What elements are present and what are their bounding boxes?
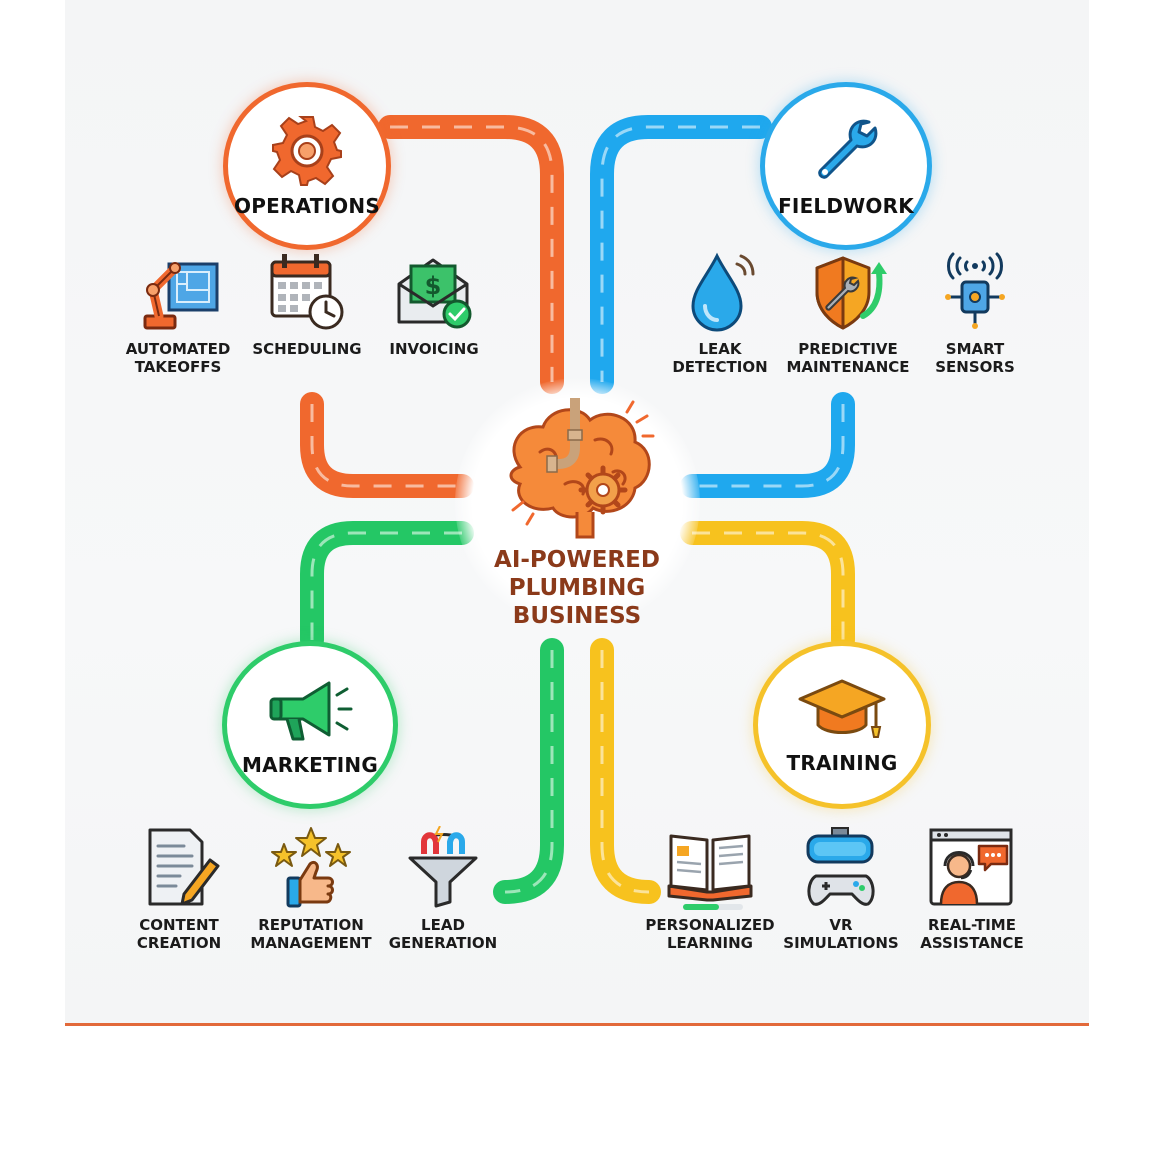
hub-operations-label: OPERATIONS [234, 194, 380, 218]
shield-wrench-icon [815, 256, 887, 330]
hub-marketing[interactable]: MARKETING [222, 641, 398, 809]
tool-label: AUTOMATED TAKEOFFS [125, 340, 231, 376]
tool-automated-takeoffs[interactable]: AUTOMATED TAKEOFFS [108, 250, 248, 376]
sensor-icon [945, 252, 1005, 329]
tool-invoicing[interactable]: $ INVOICING [364, 250, 504, 358]
tool-label: SMART SENSORS [935, 340, 1015, 376]
tool-vr-simulations[interactable]: VR SIMULATIONS [771, 826, 911, 952]
operations-trunk [378, 115, 564, 394]
tool-label: REAL-TIME ASSISTANCE [920, 916, 1024, 952]
thumbs-up-stars-icon [271, 827, 351, 908]
svg-text:$: $ [425, 272, 442, 300]
tool-label: LEAK DETECTION [672, 340, 768, 376]
tool-label: PERSONALIZED LEARNING [645, 916, 775, 952]
hub-fieldwork[interactable]: FIELDWORK [760, 82, 932, 250]
hub-fieldwork-label: FIELDWORK [778, 194, 914, 218]
hub-marketing-label: MARKETING [242, 753, 378, 777]
vr-headset-icon [806, 827, 875, 906]
tool-leak-detection[interactable]: LEAK DETECTION [650, 250, 790, 376]
hub-training-label: TRAINING [786, 751, 898, 775]
bottom-divider [65, 1023, 1089, 1026]
marketing-branch [300, 521, 474, 652]
tool-label: VR SIMULATIONS [783, 916, 899, 952]
fieldwork-branch [680, 392, 855, 498]
calendar-clock-icon [270, 254, 344, 330]
tool-label: CONTENT CREATION [136, 916, 222, 952]
envelope-dollar-icon: $ [397, 258, 472, 329]
headset-agent-icon [929, 828, 1013, 906]
brain-pipe-gear-icon [509, 398, 655, 539]
operations-branch [300, 392, 474, 498]
wrench-icon [818, 119, 878, 179]
tool-predictive-maintenance[interactable]: PREDICTIVE MAINTENANCE [778, 250, 918, 376]
tool-scheduling[interactable]: SCHEDULING [237, 250, 377, 358]
tool-label: SCHEDULING [252, 340, 362, 358]
tool-label: REPUTATION MANAGEMENT [250, 916, 372, 952]
tool-label: INVOICING [389, 340, 479, 358]
tool-content-creation[interactable]: CONTENT CREATION [109, 826, 249, 952]
fieldwork-trunk [590, 115, 772, 394]
tool-lead-generation[interactable]: LEAD GENERATION [373, 826, 513, 952]
water-drop-icon [691, 252, 755, 332]
funnel-magnet-icon [408, 826, 478, 908]
tool-real-time-assistance[interactable]: REAL-TIME ASSISTANCE [902, 826, 1042, 952]
hub-operations[interactable]: OPERATIONS [223, 82, 391, 250]
tool-personalized-learning[interactable]: PERSONALIZED LEARNING [640, 826, 780, 952]
center-title: AI-POWERED PLUMBING BUSINESS [494, 547, 660, 629]
tool-label: LEAD GENERATION [388, 916, 498, 952]
tool-label: PREDICTIVE MAINTENANCE [786, 340, 910, 376]
document-pencil-icon [148, 828, 220, 906]
robot-arm-blueprint-icon [143, 262, 219, 330]
tool-smart-sensors[interactable]: SMART SENSORS [905, 250, 1045, 376]
training-branch [680, 521, 855, 652]
open-book-icon [667, 834, 753, 910]
tool-reputation-management[interactable]: REPUTATION MANAGEMENT [241, 826, 381, 952]
megaphone-icon [269, 681, 353, 741]
hub-training[interactable]: TRAINING [753, 641, 931, 809]
gear-icon [272, 116, 342, 186]
graduation-cap-icon [798, 679, 886, 738]
